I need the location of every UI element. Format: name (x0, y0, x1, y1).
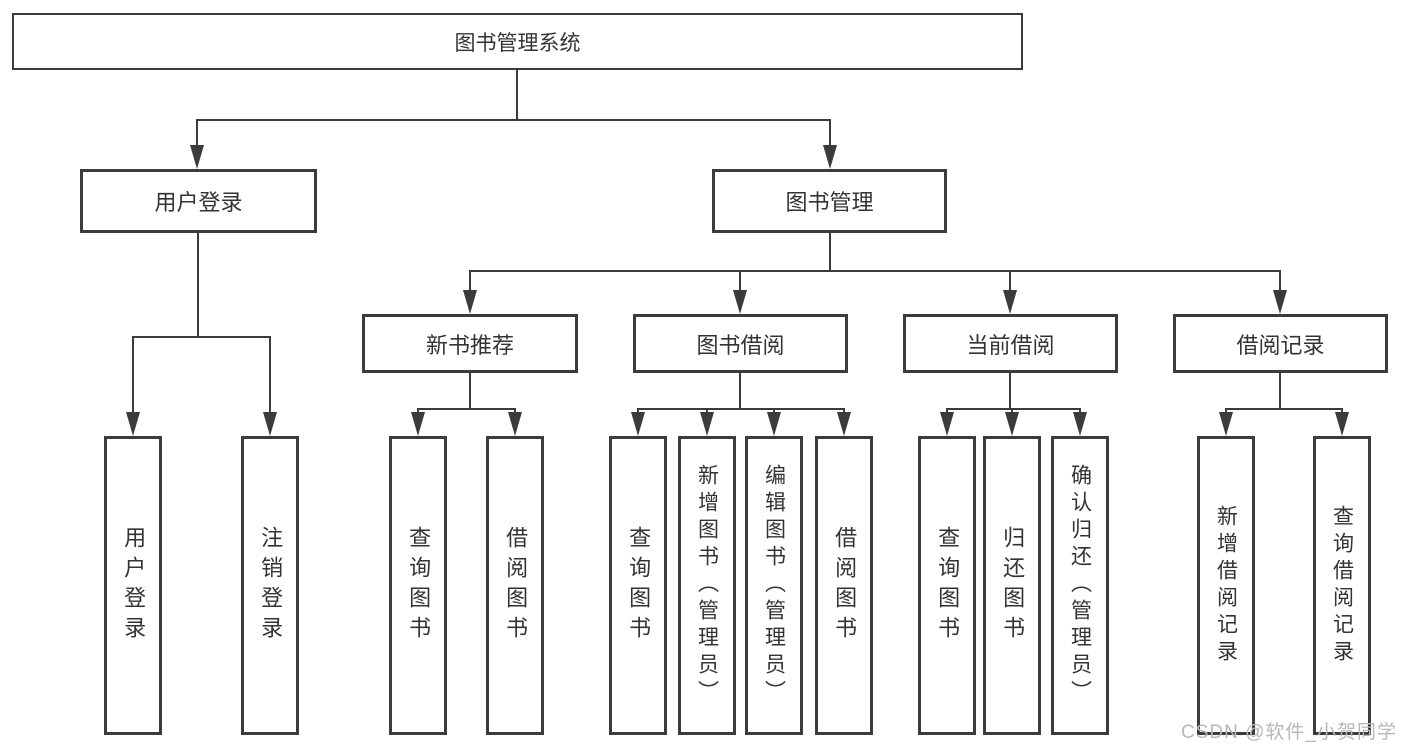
connector-arrowhead (463, 290, 477, 314)
connector-line (1009, 373, 1011, 409)
node-book-management: 图书管理 (712, 169, 947, 233)
connector-arrowhead (263, 412, 277, 436)
connector-arrowhead (1003, 290, 1017, 314)
connector-line (132, 336, 271, 338)
connector-line (1079, 408, 1081, 414)
connector-line (196, 119, 831, 121)
node-borrowing-records: 借阅记录 (1173, 314, 1388, 373)
connector-line (514, 408, 516, 414)
connector-line (1225, 408, 1343, 410)
connector-arrowhead (190, 145, 204, 169)
connector-line (469, 270, 1281, 272)
node-book-borrowing: 图书借阅 (633, 314, 848, 373)
connector-line (417, 408, 419, 414)
node-user-login: 用户登录 (80, 169, 317, 233)
connector-line (706, 408, 708, 414)
leaf-query-books-current: 查询图书 (918, 436, 976, 735)
connector-line (637, 408, 639, 414)
connector-arrowhead (767, 412, 781, 436)
connector-arrowhead (1073, 412, 1087, 436)
connector-line (1225, 408, 1227, 414)
connector-line (829, 119, 831, 146)
connector-arrowhead (1219, 412, 1233, 436)
connector-line (1009, 270, 1011, 291)
connector-arrowhead (700, 412, 714, 436)
connector-line (1279, 270, 1281, 291)
connector-line (469, 270, 471, 291)
node-new-book-recommend: 新书推荐 (362, 314, 578, 373)
connector-arrowhead (1273, 290, 1287, 314)
connector-line (843, 408, 845, 414)
connector-arrowhead (631, 412, 645, 436)
connector-arrowhead (126, 412, 140, 436)
leaf-return-books: 归还图书 (983, 436, 1041, 735)
node-library-system: 图书管理系统 (12, 13, 1023, 70)
connector-arrowhead (837, 412, 851, 436)
connector-line (773, 408, 775, 414)
connector-arrowhead (411, 412, 425, 436)
leaf-add-borrow-record: 新增借阅记录 (1197, 436, 1255, 735)
leaf-confirm-return-admin: 确认归还（管理员） (1051, 436, 1109, 735)
connector-arrowhead (1335, 412, 1349, 436)
connector-arrowhead (940, 412, 954, 436)
connector-arrowhead (823, 145, 837, 169)
connector-line (196, 119, 198, 146)
connector-line (269, 336, 271, 413)
connector-line (946, 408, 1081, 410)
csdn-watermark: CSDN @软件_小贺同学 (1181, 722, 1397, 743)
node-current-borrowing: 当前借阅 (903, 314, 1118, 373)
leaf-query-books-recommend: 查询图书 (389, 436, 447, 735)
connector-line (739, 373, 741, 409)
connector-line (132, 336, 134, 413)
leaf-add-books-admin: 新增图书（管理员） (678, 436, 736, 735)
connector-line (469, 373, 471, 409)
leaf-user-login: 用户登录 (104, 436, 162, 735)
connector-line (739, 270, 741, 291)
connector-arrowhead (1005, 412, 1019, 436)
leaf-borrow-books-borrowing: 借阅图书 (815, 436, 873, 735)
leaf-borrow-books-recommend: 借阅图书 (486, 436, 544, 735)
connector-line (829, 233, 831, 271)
leaf-edit-books-admin: 编辑图书（管理员） (745, 436, 803, 735)
leaf-logout: 注销登录 (241, 436, 299, 735)
connector-line (946, 408, 948, 414)
connector-line (1011, 408, 1013, 414)
leaf-query-borrow-record: 查询借阅记录 (1313, 436, 1371, 735)
connector-line (637, 408, 845, 410)
connector-line (516, 70, 518, 120)
leaf-query-books-borrowing: 查询图书 (609, 436, 667, 735)
connector-arrowhead (508, 412, 522, 436)
connector-line (197, 233, 199, 337)
connector-line (1279, 373, 1281, 409)
connector-line (1341, 408, 1343, 414)
connector-line (417, 408, 516, 410)
connector-arrowhead (733, 290, 747, 314)
